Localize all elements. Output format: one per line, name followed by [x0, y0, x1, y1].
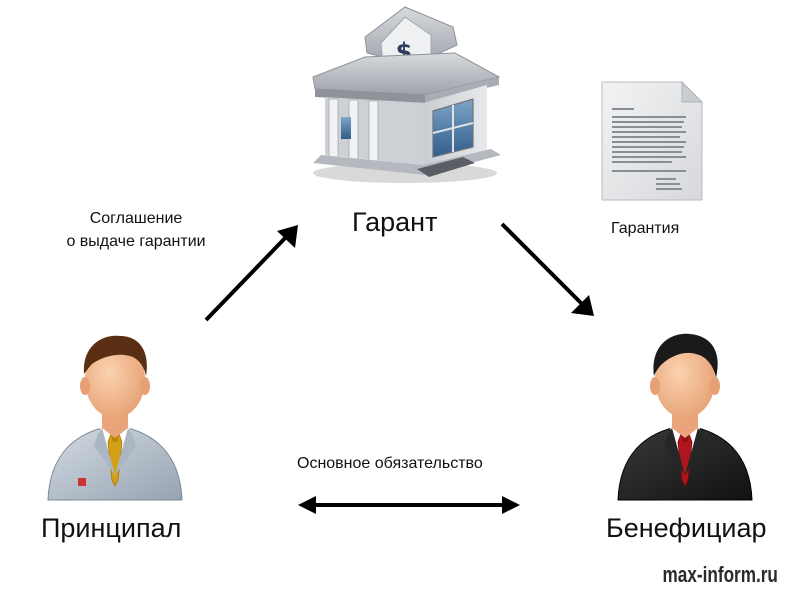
agreement-label-line2: о выдаче гарантии [66, 233, 206, 250]
arrow-principal-to-guarantor [204, 225, 298, 322]
arrow-guarantor-to-beneficiary [500, 222, 594, 316]
guarantor-label: Гарант [352, 207, 438, 237]
principal-label: Принципал [41, 513, 182, 543]
arrow-principal-beneficiary-bidirectional [298, 496, 520, 514]
watermark-text: max-inform.ru [662, 562, 778, 587]
beneficiary-label: Бенефициар [606, 513, 767, 543]
businessman-black-suit-icon [610, 330, 760, 510]
bank-building-icon: $ [305, 5, 505, 185]
agreement-label-line1: Соглашение [89, 210, 183, 227]
guarantee-document-label: Гарантия [611, 220, 680, 237]
agreement-label: Соглашение о выдаче гарантии [36, 207, 236, 253]
document-page-icon [596, 78, 708, 204]
businessman-grey-suit-icon [40, 330, 190, 510]
main-obligation-label: Основное обязательство [297, 455, 483, 472]
